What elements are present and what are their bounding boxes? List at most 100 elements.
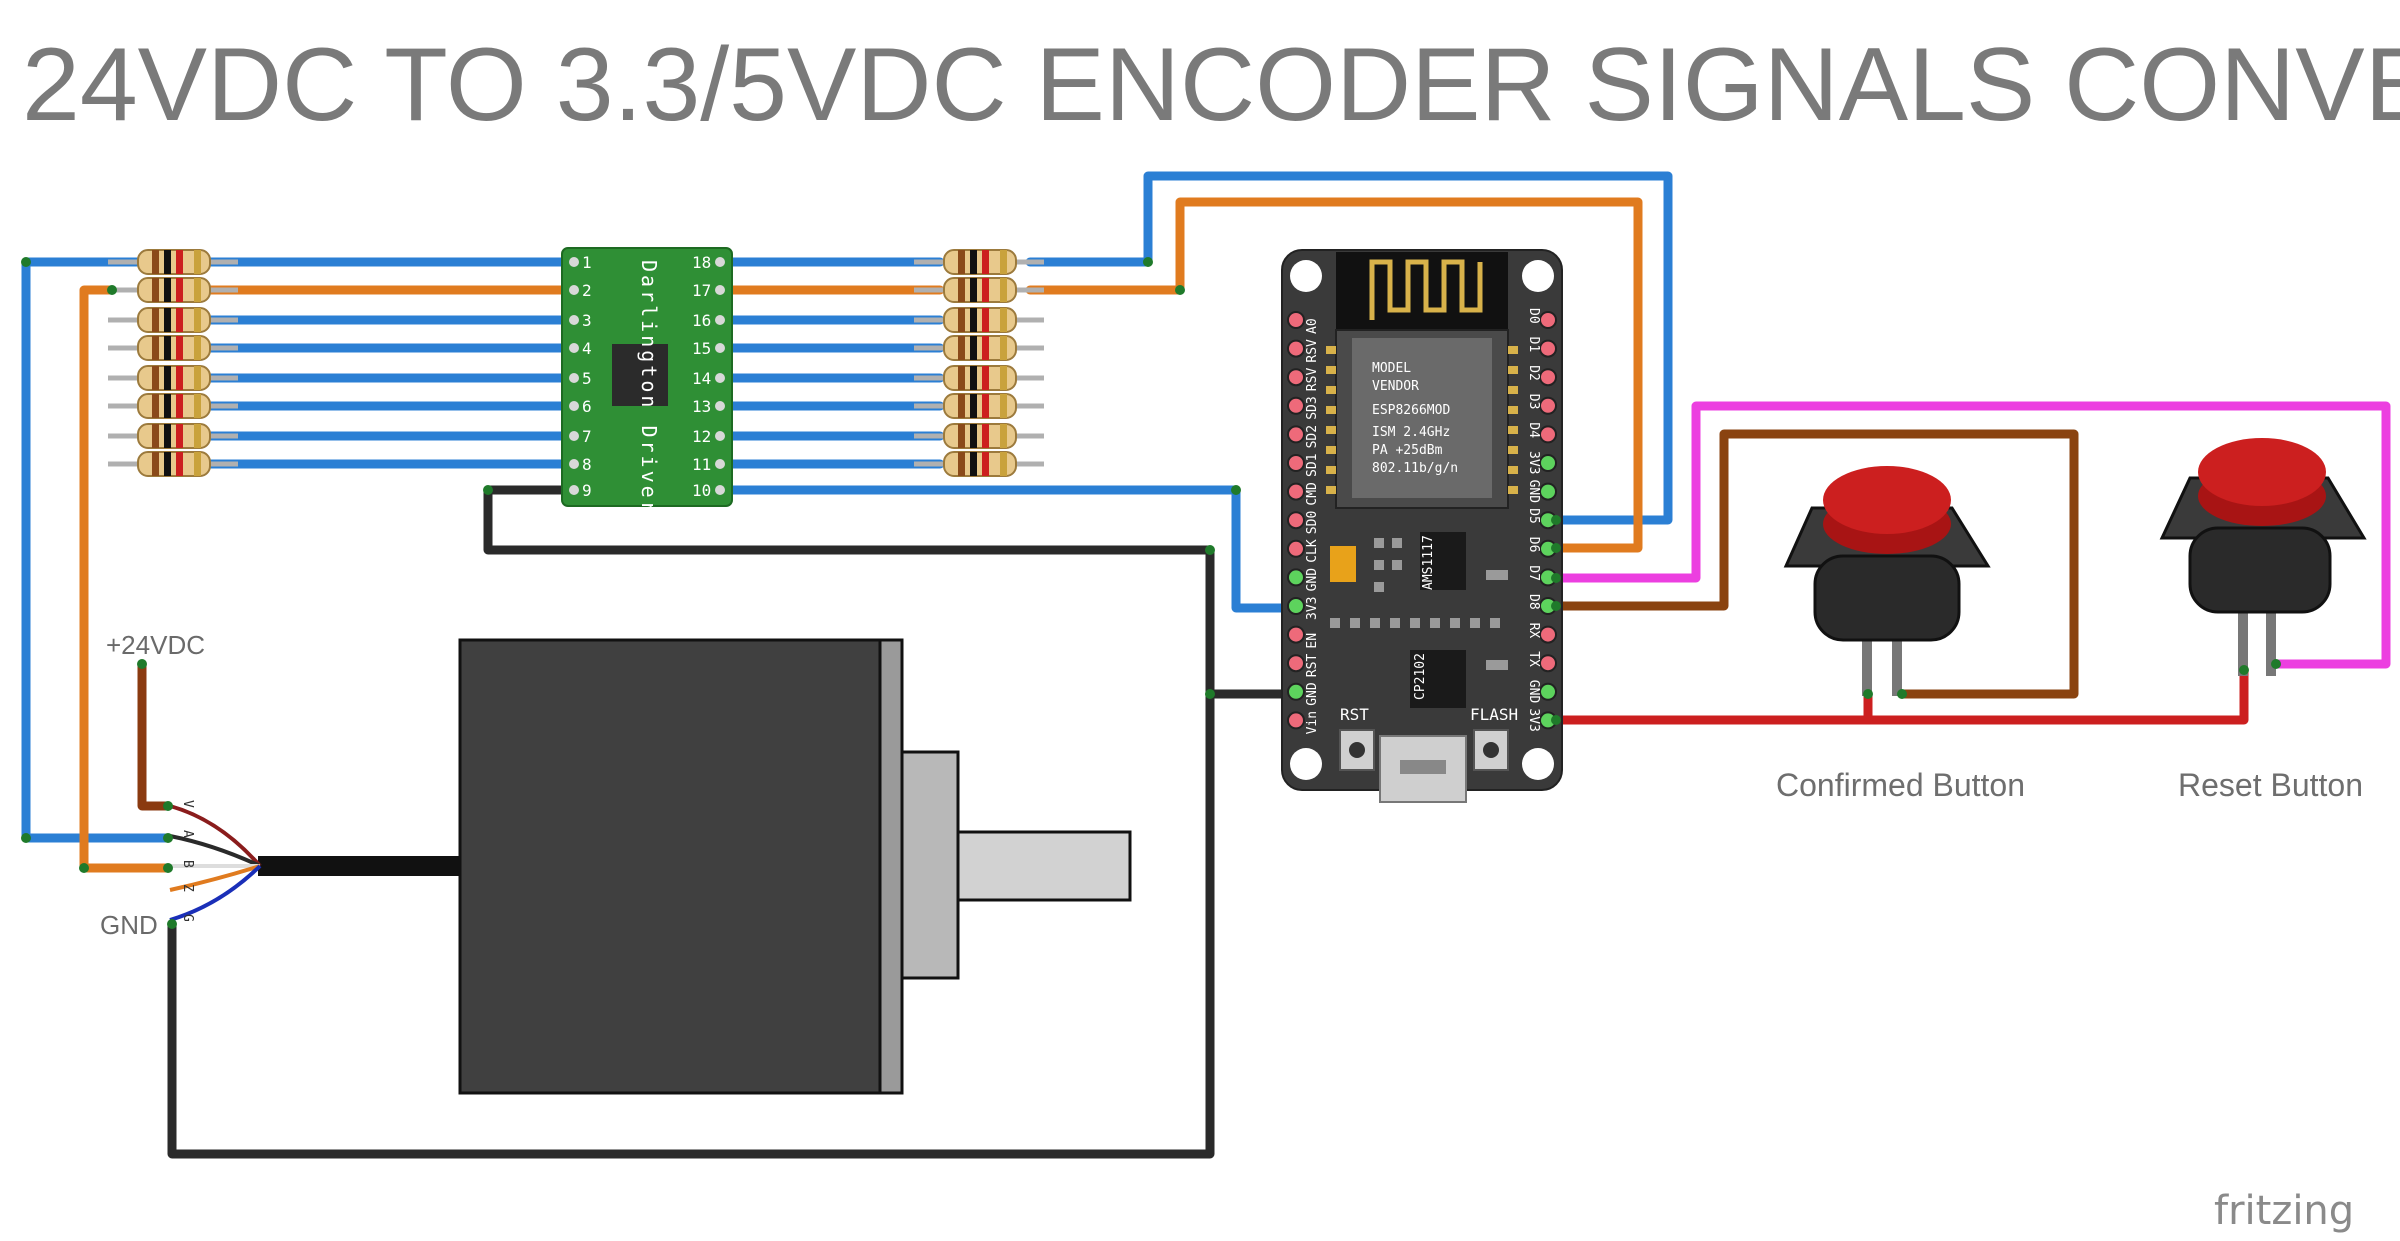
esp-pin-left-dot <box>1287 454 1305 472</box>
resistor-left-8 <box>108 451 238 477</box>
connection-dot <box>167 919 177 929</box>
connection-dot <box>163 863 173 873</box>
confirmed-push-button[interactable] <box>1783 466 1991 696</box>
flash-label: FLASH <box>1470 705 1518 724</box>
wire-24vdc <box>137 659 173 811</box>
resistor-band <box>1000 308 1007 332</box>
esp-pin-right-D2: D2 <box>1526 365 1541 381</box>
usb-uart-chip <box>1410 650 1466 708</box>
driver-pin-right-13: 13 <box>692 397 711 416</box>
resistor-band <box>194 424 201 448</box>
resistor-band <box>970 424 977 448</box>
resistor-band <box>982 308 989 332</box>
resistor-band <box>958 424 965 448</box>
esp-pin-left-A0: A0 <box>1305 318 1320 334</box>
wire-d8-to-confirmed <box>1551 429 2079 699</box>
esp-pin-left-dot <box>1287 482 1305 501</box>
esp-pin-right-GND: GND <box>1526 480 1541 504</box>
esp-pin-left-GND: GND <box>1305 682 1320 706</box>
resistor-band <box>970 336 977 360</box>
driver-pin-right-14: 14 <box>692 369 711 388</box>
esp-pin-left-dot <box>1287 654 1305 673</box>
rst-label: RST <box>1340 705 1369 724</box>
connection-dot <box>1551 715 1561 725</box>
esp-module-line-1: MODEL <box>1372 361 1411 376</box>
resistor-band <box>958 250 965 274</box>
resistor-band <box>194 394 201 418</box>
esp-pin-left-dot <box>1287 568 1305 587</box>
driver-pin-dot <box>569 315 579 325</box>
wires <box>21 171 2391 1159</box>
resistor-band <box>958 336 965 360</box>
power-label: +24VDC <box>106 630 205 660</box>
driver-pin-dot <box>715 343 725 353</box>
connection-dot <box>1551 601 1561 611</box>
driver-pin-right-12: 12 <box>692 427 711 446</box>
esp-pin-right-dot <box>1539 625 1557 644</box>
resistor-right-8 <box>914 451 1044 477</box>
esp-pin-left-EN: EN <box>1305 633 1320 649</box>
driver-pin-left-5: 5 <box>582 369 592 388</box>
esp-pin-left-SD2: SD2 <box>1305 425 1320 448</box>
resistor-band <box>982 278 989 302</box>
driver-pin-dot <box>715 373 725 383</box>
esp-pin-right-TX: TX <box>1526 651 1541 667</box>
esp-pin-left-RSV: RSV <box>1305 339 1320 363</box>
driver-pin-left-1: 1 <box>582 253 592 272</box>
connection-dot <box>21 833 31 843</box>
driver-pin-left-7: 7 <box>582 427 592 446</box>
driver-pin-right-11: 11 <box>692 455 711 474</box>
resistor-band <box>970 278 977 302</box>
driver-pin-left-6: 6 <box>582 397 592 416</box>
reset-push-button[interactable] <box>2159 438 2367 676</box>
esp-pin-right-dot <box>1539 454 1557 472</box>
esp-pin-left-dot <box>1287 339 1305 358</box>
esp-pin-left-dot <box>1287 368 1305 387</box>
rotary-encoder <box>258 638 1132 1095</box>
resistor-band <box>164 452 171 476</box>
esp-pin-left-RST: RST <box>1305 654 1320 678</box>
tantalum-capacitor <box>1330 546 1356 582</box>
usb-chip-label: CP2102 <box>1413 653 1428 700</box>
connection-dot <box>1863 689 1873 699</box>
connection-dot <box>1897 689 1907 699</box>
esp-pin-left-dot <box>1287 425 1305 444</box>
resistor-right-1 <box>914 249 1044 275</box>
driver-pin-left-8: 8 <box>582 455 592 474</box>
connection-dot <box>2271 659 2281 669</box>
resistor-band <box>958 366 965 390</box>
resistor-band <box>958 394 965 418</box>
esp-pin-right-dot <box>1539 654 1557 673</box>
resistor-band <box>176 394 183 418</box>
esp-pin-left-dot <box>1287 311 1305 329</box>
driver-pin-right-15: 15 <box>692 339 711 358</box>
resistor-left-4 <box>108 335 238 361</box>
voltage-regulator <box>1420 532 1466 590</box>
driver-pin-left-3: 3 <box>582 311 592 330</box>
resistor-band <box>958 278 965 302</box>
ground-label: GND <box>100 910 158 940</box>
esp-pin-right-3V3: 3V3 <box>1526 708 1541 731</box>
micro-usb-port[interactable] <box>1379 735 1467 803</box>
resistor-band <box>982 250 989 274</box>
encoder-wire-label-Z: Z <box>180 884 195 892</box>
fritzing-watermark: fritzing <box>2214 1188 2354 1234</box>
esp-pin-left-dot <box>1287 711 1305 730</box>
esp-pin-left-Vin: Vin <box>1305 711 1320 734</box>
connection-dot <box>1205 545 1215 555</box>
resistor-band <box>164 308 171 332</box>
resistor-left-2 <box>108 277 238 303</box>
resistor-band <box>1000 250 1007 274</box>
resistor-band <box>176 278 183 302</box>
resistor-band <box>164 424 171 448</box>
resistor-band <box>152 278 159 302</box>
esp-pin-left-dot <box>1287 597 1305 615</box>
encoder-wire-label-A: A <box>180 830 195 838</box>
resistor-band <box>970 308 977 332</box>
connection-dot <box>1231 485 1241 495</box>
esp-pin-right-dot <box>1539 425 1557 444</box>
esp-module-line-4: PA +25dBm <box>1372 443 1443 458</box>
resistor-band <box>176 366 183 390</box>
